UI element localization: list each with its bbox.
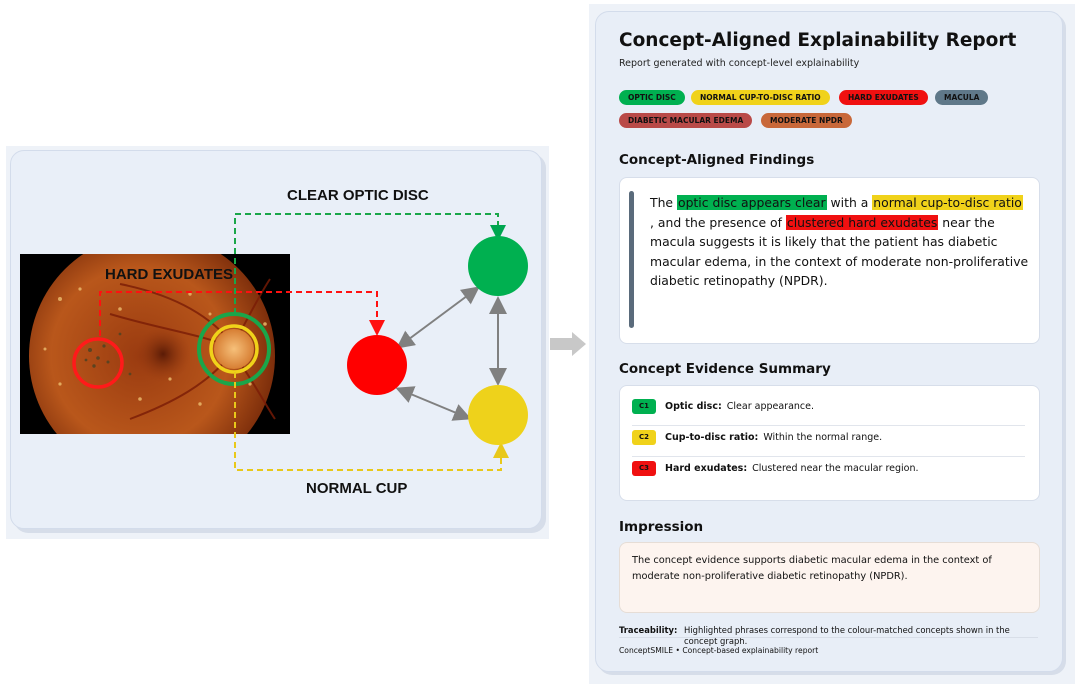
tag-diabetic-macular-edema: DIABETIC MACULAR EDEMA (619, 113, 752, 128)
traceability-text: Highlighted phrases correspond to the co… (684, 625, 1029, 647)
evidence-row-hard-exudates: C3 Hard exudates: Clustered near the macul… (632, 461, 919, 477)
impression-heading: Impression (619, 519, 703, 535)
label-hard-exudates: HARD EXUDATES (105, 266, 233, 283)
green-dashed-connector (235, 214, 498, 314)
findings-heading: Concept-Aligned Findings (619, 152, 814, 168)
node-optic-disc (468, 236, 528, 296)
tag-moderate-npdr: MODERATE NPDR (761, 113, 852, 128)
node-hard-exudates (347, 335, 407, 395)
footer-divider (619, 637, 1038, 638)
label-clear-optic-disc: CLEAR OPTIC DISC (287, 187, 429, 204)
evidence-badge: C3 (632, 461, 656, 476)
evidence-row-cup-to-disc: C2 Cup-to-disc ratio: Within the normal ra… (632, 430, 882, 446)
evidence-value: Clear appearance. (727, 401, 814, 412)
tag-normal-cup-to-disc-ratio: NORMAL CUP-TO-DISC RATIO (691, 90, 830, 105)
evidence-divider (632, 425, 1025, 426)
evidence-value: Within the normal range. (763, 432, 882, 443)
evidence-heading: Concept Evidence Summary (619, 361, 831, 377)
evidence-badge: C1 (632, 399, 656, 414)
report-subtitle: Report generated with concept-level expl… (619, 58, 859, 69)
edge-red-green (401, 290, 475, 345)
evidence-divider (632, 456, 1025, 457)
findings-text-part: , and the presence of (650, 215, 786, 230)
highlight-cup-to-disc-ratio: normal cup-to-disc ratio (872, 195, 1023, 210)
tag-macula: MACULA (935, 90, 988, 105)
node-normal-cup (468, 385, 528, 445)
evidence-label: Hard exudates: (665, 463, 747, 474)
report-title: Concept-Aligned Explainability Report (619, 30, 1016, 51)
highlight-hard-exudates: clustered hard exudates (786, 215, 938, 230)
red-dashed-connector (100, 292, 377, 336)
findings-accent-bar (629, 191, 634, 328)
findings-text-part: The (650, 195, 677, 210)
highlight-optic-disc: optic disc appears clear (677, 195, 827, 210)
evidence-row-optic-disc: C1 Optic disc: Clear appearance. (632, 399, 814, 415)
evidence-label: Optic disc: (665, 401, 722, 412)
tag-hard-exudates: HARD EXUDATES (839, 90, 928, 105)
traceability-label: Traceability: (619, 625, 677, 635)
tag-optic-disc: OPTIC DISC (619, 90, 685, 105)
impression-text: The concept evidence supports diabetic m… (632, 553, 1027, 585)
edge-red-yellow (401, 390, 466, 417)
label-normal-cup: NORMAL CUP (306, 480, 407, 497)
right-arrow-icon (550, 332, 588, 356)
footer-text: ConceptSMILE • Concept-based explainabil… (619, 646, 818, 655)
findings-text-part: with a (827, 195, 873, 210)
findings-text: The optic disc appears clear with a norm… (650, 193, 1030, 291)
evidence-badge: C2 (632, 430, 656, 445)
evidence-value: Clustered near the macular region. (752, 463, 918, 474)
evidence-label: Cup-to-disc ratio: (665, 432, 758, 443)
